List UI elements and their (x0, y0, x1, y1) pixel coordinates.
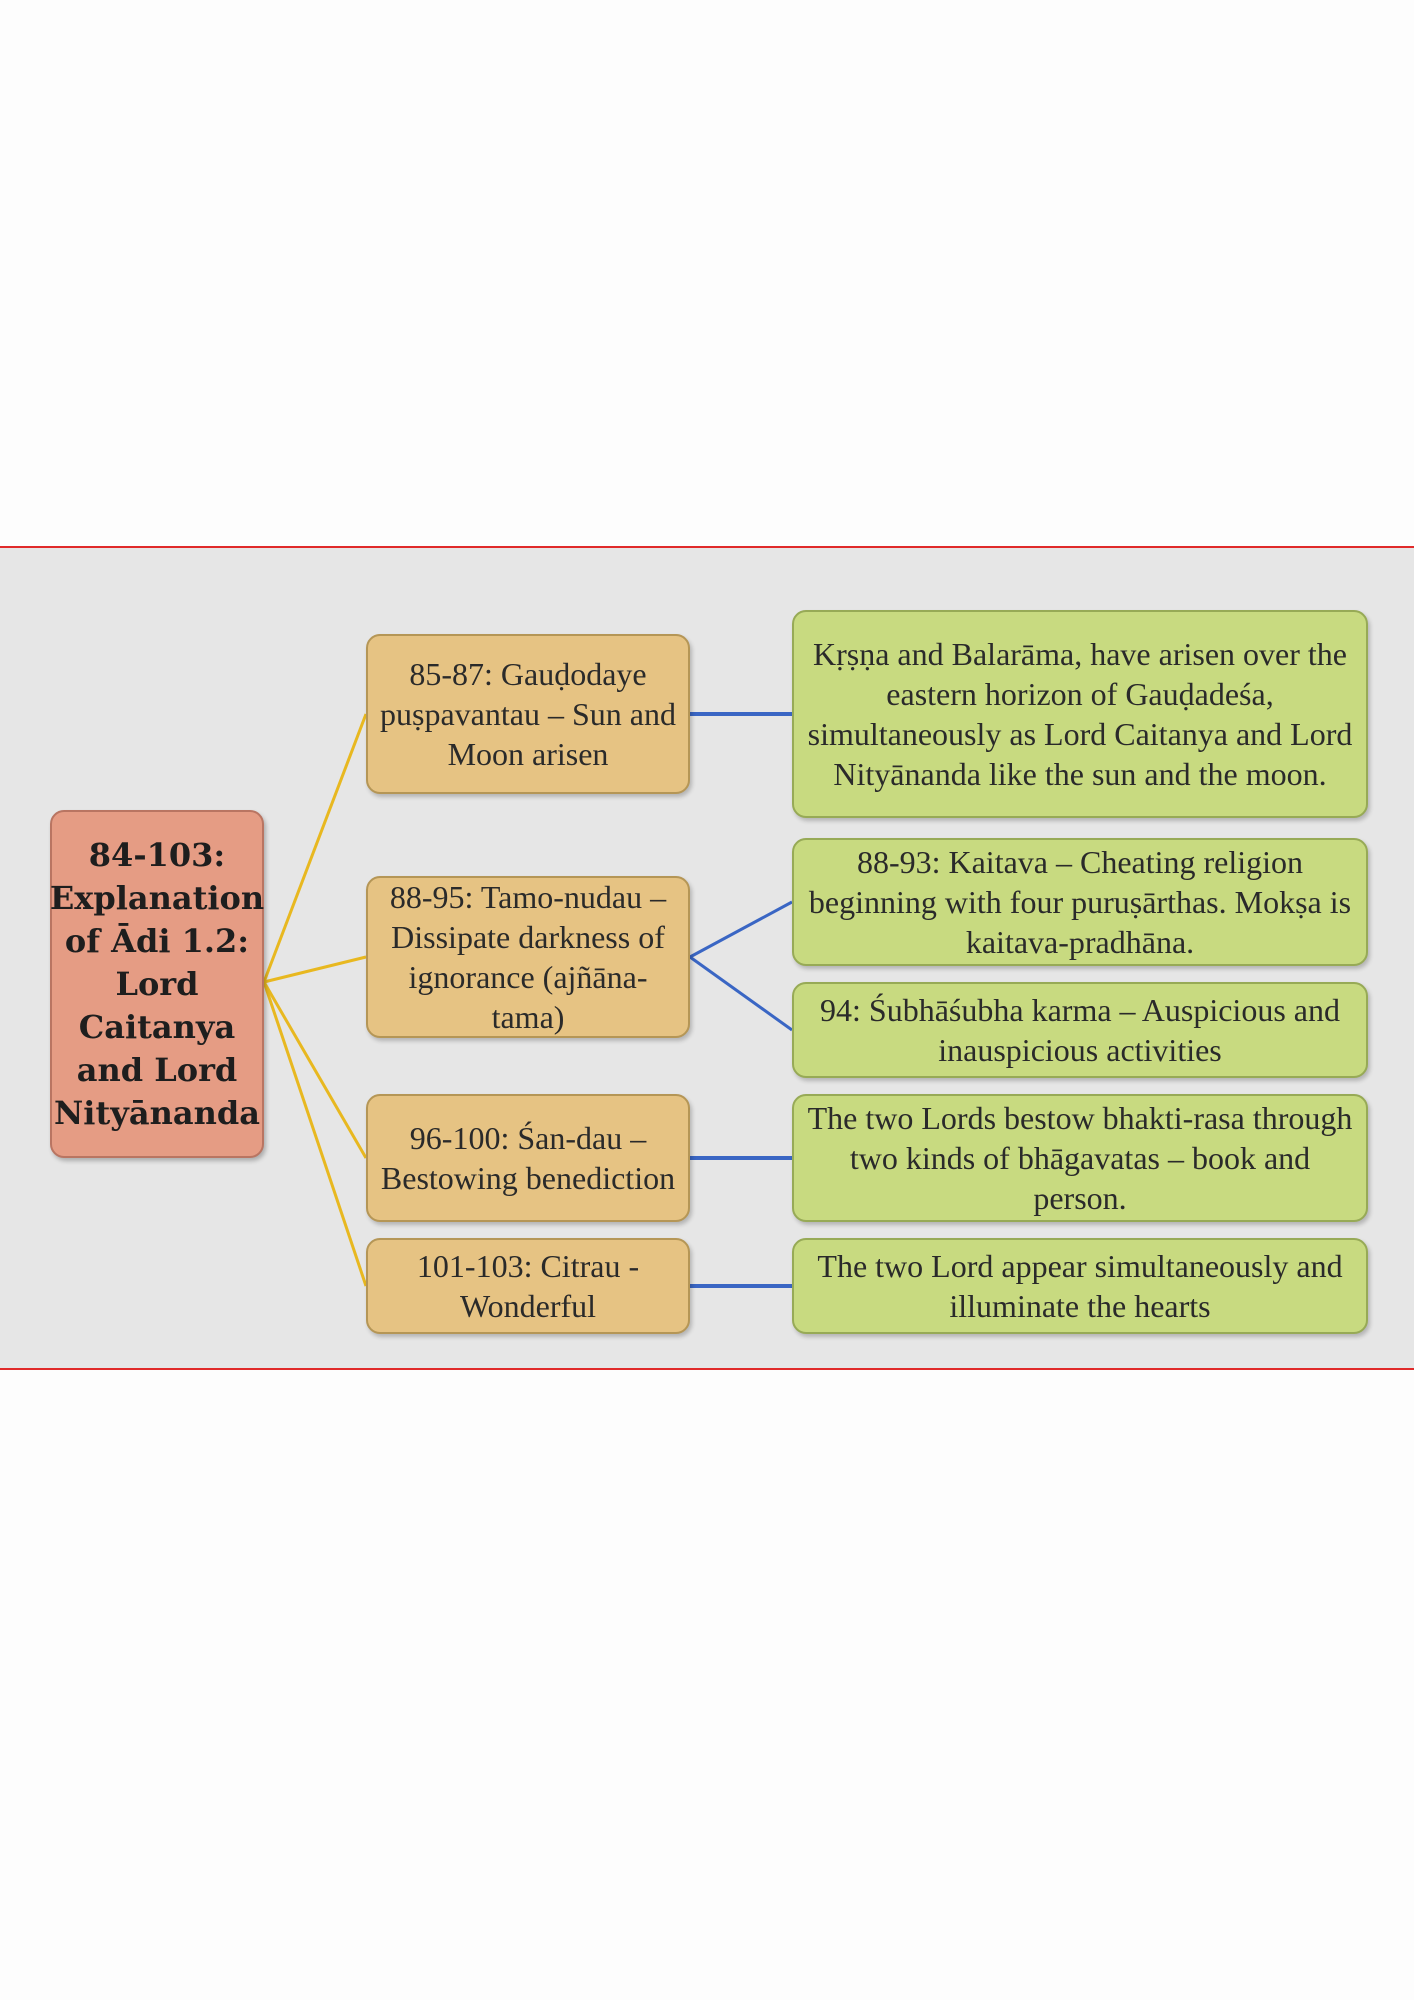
branch-node-text: 101-103: Citrau - Wonderful (416, 1248, 640, 1324)
branch-node-tamo-nudau: 88-95: Tamo-nudau – Dissipate darkness o… (366, 876, 690, 1038)
branch-node-text: 88-95: Tamo-nudau – Dissipate darkness o… (389, 879, 667, 1035)
diagram-panel: 84-103: Explanation of Ādi 1.2: Lord Cai… (0, 546, 1414, 1370)
root-node: 84-103: Explanation of Ādi 1.2: Lord Cai… (50, 810, 264, 1158)
connector-root-branch-4 (262, 981, 368, 1287)
branch-node-gaudodaye: 85-87: Gauḍodaye puṣpavantau – Sun and M… (366, 634, 690, 794)
branch-node-san-dau: 96-100: Śan-dau – Bestowing benediction (366, 1094, 690, 1222)
root-node-text: 84-103: Explanation of Ādi 1.2: Lord Cai… (49, 835, 265, 1132)
detail-node-sun-and-moon: Kṛṣṇa and Balarāma, have arisen over the… (792, 610, 1368, 818)
connector-root-branch-1 (262, 713, 368, 983)
detail-node-text: 88-93: Kaitava – Cheating religion begin… (808, 844, 1352, 960)
connector-root-branch-3 (262, 981, 368, 1159)
detail-node-text: The two Lord appear simultaneously and i… (817, 1248, 1343, 1324)
branch-node-citrau: 101-103: Citrau - Wonderful (366, 1238, 690, 1334)
detail-node-text: 94: Śubhāśubha karma – Auspicious and in… (820, 992, 1340, 1068)
detail-node-text: Kṛṣṇa and Balarāma, have arisen over the… (807, 636, 1353, 792)
detail-node-bhakti-rasa: The two Lords bestow bhakti-rasa through… (792, 1094, 1368, 1222)
connector-root-branch-2 (263, 955, 367, 984)
detail-node-subhasubha-karma: 94: Śubhāśubha karma – Auspicious and in… (792, 982, 1368, 1078)
connector-branch-2-detail-2 (689, 955, 793, 1032)
detail-node-text: The two Lords bestow bhakti-rasa through… (807, 1100, 1353, 1216)
connector-lines (262, 712, 793, 1288)
detail-node-illuminate-hearts: The two Lord appear simultaneously and i… (792, 1238, 1368, 1334)
connector-branch-2-detail-1 (689, 900, 793, 959)
detail-node-kaitava: 88-93: Kaitava – Cheating religion begin… (792, 838, 1368, 966)
branch-node-text: 85-87: Gauḍodaye puṣpavantau – Sun and M… (380, 656, 676, 772)
branch-node-text: 96-100: Śan-dau – Bestowing benediction (380, 1120, 676, 1196)
